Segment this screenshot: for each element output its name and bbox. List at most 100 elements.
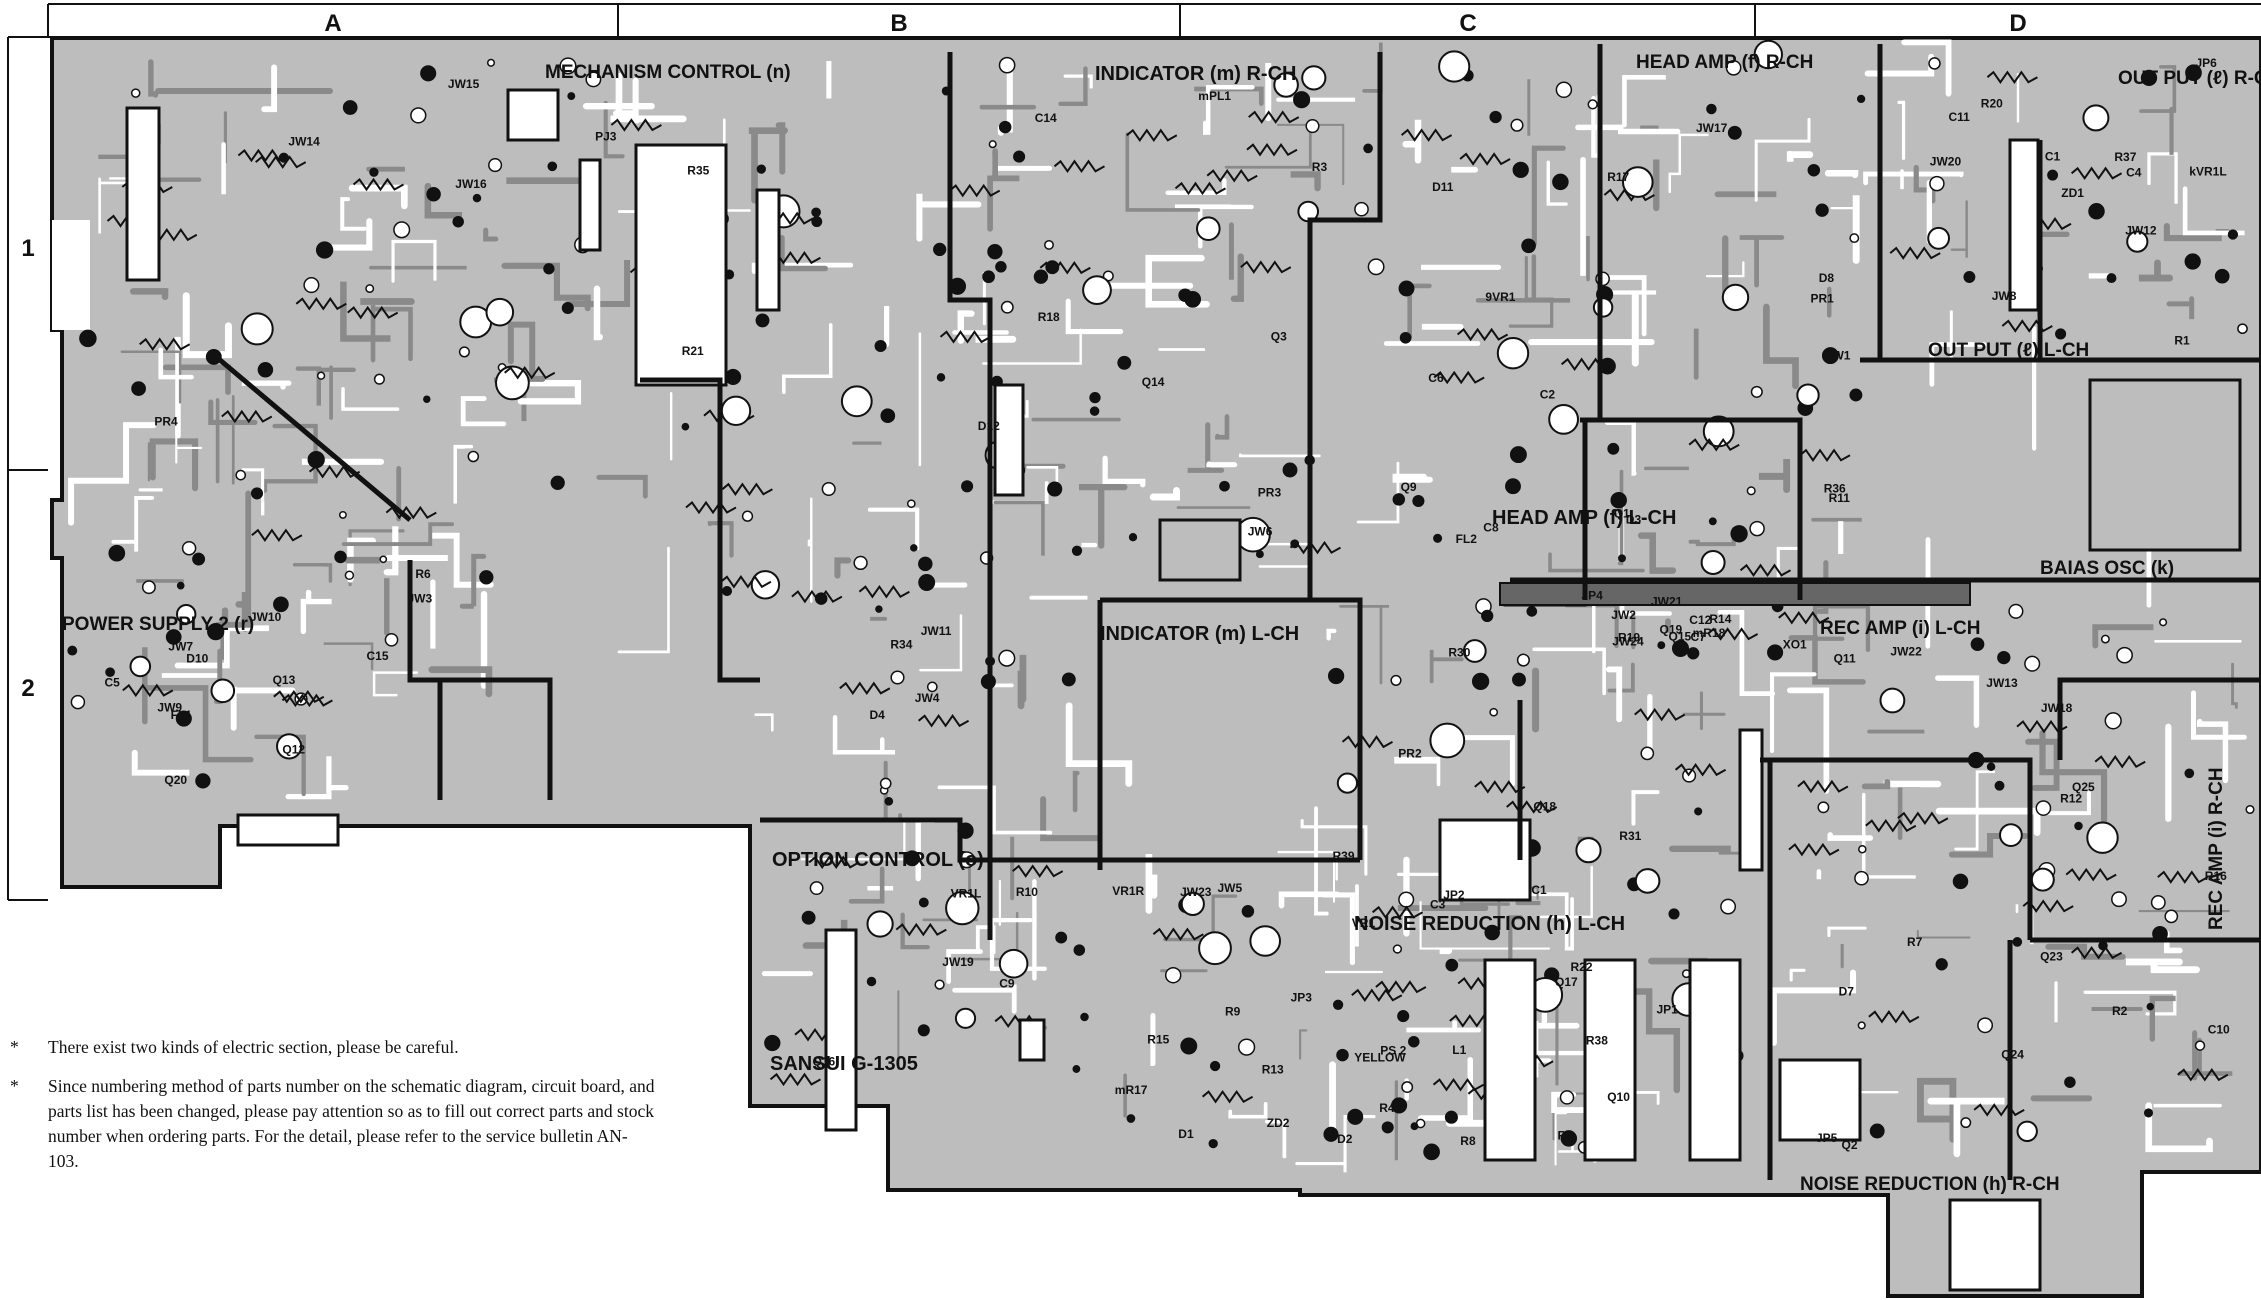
trace	[1897, 100, 1906, 160]
trace	[1935, 807, 2041, 837]
resistor-symbol	[1432, 1077, 1484, 1092]
trace	[2125, 958, 2200, 974]
solder-pad	[1821, 347, 1839, 365]
part-designator: IC1	[1528, 883, 1547, 897]
note-marker: *	[10, 1076, 19, 1096]
trace	[1145, 254, 1210, 308]
grid-row-2: 2	[21, 675, 34, 702]
solder-pad	[79, 329, 97, 348]
part-labels: R16R30C5Q25Q24R39Q23R38R37D12D11D10D7D8J…	[105, 56, 2231, 1152]
trace	[952, 984, 1017, 1014]
solder-pad	[1618, 554, 1626, 563]
solder-pad	[315, 241, 334, 259]
trace	[1554, 1112, 1568, 1166]
solder-pad	[1671, 639, 1690, 657]
part-designator: C15	[367, 649, 389, 663]
resistor-symbol	[139, 337, 191, 352]
solder-pad	[1489, 110, 1502, 124]
trace	[1770, 969, 1857, 1046]
solder-pad	[1727, 125, 1742, 140]
component-outline	[578, 158, 602, 252]
part-designator: Q11	[1834, 651, 1856, 665]
capacitor-symbol	[1575, 837, 1602, 864]
trace	[993, 500, 1045, 557]
solder-pad	[2116, 646, 2133, 664]
trace	[2139, 65, 2177, 113]
section-output-r-ch: OUT PUT (ℓ) R-CH	[2118, 68, 2261, 89]
component-outline	[1948, 1198, 2042, 1292]
solder-pad	[880, 408, 896, 424]
section-rec-amp-l-ch: REC AMP (i) L-CH	[1820, 618, 1980, 639]
component-outline	[1483, 958, 1537, 1162]
solder-pad	[756, 164, 766, 174]
trace	[2166, 296, 2195, 320]
trace	[1682, 691, 1726, 731]
capacitor-symbol	[2030, 867, 2055, 892]
trace	[1913, 164, 1936, 204]
component-outline	[2008, 138, 2040, 312]
solder-pad	[918, 556, 933, 572]
capacitor-symbol	[276, 733, 303, 760]
solder-pad	[1089, 391, 1101, 404]
trace	[98, 177, 129, 234]
trace	[1812, 604, 1871, 652]
part-designator: JW3	[408, 591, 433, 605]
trace	[1314, 806, 1329, 916]
resistor-symbol	[1889, 246, 1941, 260]
trace	[1402, 119, 1422, 164]
part-designator: R18	[1038, 310, 1060, 324]
trace	[428, 666, 493, 698]
part-designator: 9VR1	[1485, 290, 1515, 304]
resistor-symbol	[769, 1072, 821, 1087]
capacitor-symbol	[1879, 687, 1906, 714]
trace	[1187, 422, 1225, 473]
trace	[261, 64, 278, 113]
trace	[1017, 654, 1027, 710]
part-designator: PS 2	[1380, 1043, 1406, 1057]
trace	[834, 557, 852, 579]
resistor-symbol	[2016, 719, 2068, 734]
solder-pad	[141, 580, 156, 595]
trace	[1631, 790, 1660, 826]
part-designator: R14	[1709, 612, 1731, 626]
trace	[370, 304, 413, 363]
solder-pad	[926, 681, 938, 693]
section-noise-reduction-l-ch: NOISE REDUCTION (h) L-CH	[1354, 913, 1625, 935]
solder-pad	[205, 348, 222, 365]
solder-pad	[379, 555, 388, 564]
trace	[748, 127, 788, 204]
part-designator: C5	[105, 675, 121, 689]
solder-pad	[1397, 1010, 1410, 1023]
trace	[1475, 254, 1571, 303]
trace	[1954, 770, 1996, 851]
solder-pad	[1126, 1114, 1136, 1123]
part-designator: JW1	[1826, 349, 1851, 363]
component-outline	[993, 383, 1025, 497]
component-outline	[1018, 1018, 1046, 1062]
solder-pad	[2106, 273, 2117, 284]
part-designator: R2	[2112, 1004, 2128, 1018]
solder-pad	[1640, 746, 1655, 761]
part-designator: Q18	[1533, 800, 1556, 814]
resistor-symbol	[2094, 754, 2146, 769]
part-designator: JW2	[1611, 608, 1636, 622]
solder-pad	[2185, 64, 2202, 82]
resistor-symbol	[1289, 540, 1341, 555]
trace	[1149, 487, 1181, 501]
part-designator: JW7	[168, 640, 193, 654]
resistor-symbol	[808, 855, 860, 870]
part-designator: D10	[186, 651, 208, 665]
part-designator: R5	[1558, 1128, 1574, 1142]
resistor-symbol	[281, 693, 333, 708]
solder-pad	[1928, 57, 1941, 70]
resistor-symbol	[2070, 166, 2123, 181]
component-pads	[67, 56, 2255, 1161]
solder-pad	[1849, 388, 1863, 402]
resistor-symbol	[610, 118, 662, 132]
solder-pad	[918, 574, 936, 591]
trace	[1508, 915, 1524, 964]
trace	[341, 522, 455, 546]
part-designator: C12	[1689, 613, 1711, 627]
solder-pad	[486, 58, 496, 67]
resistor-symbol	[917, 714, 970, 728]
